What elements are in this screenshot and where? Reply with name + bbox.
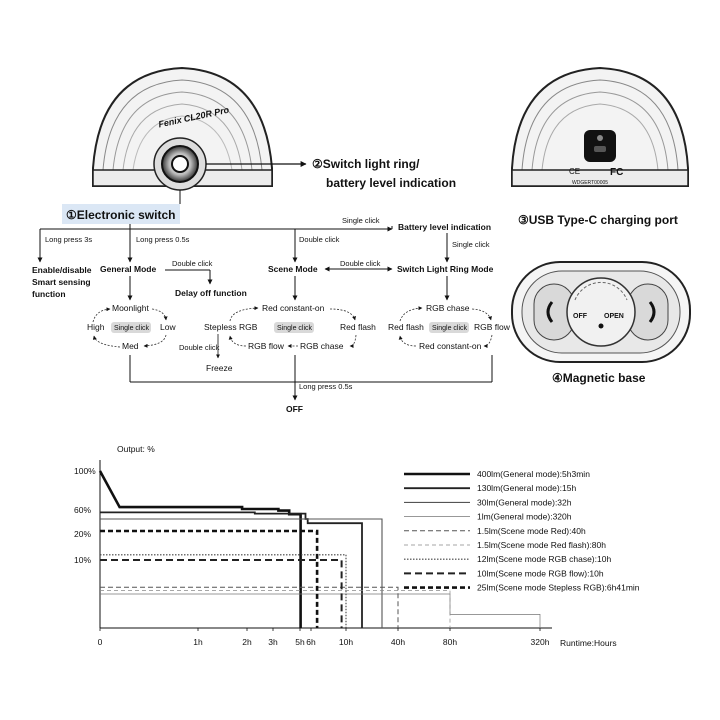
x-tick-label: 6h (306, 637, 316, 647)
series-line-5 (100, 586, 399, 628)
ring-rgb-flow: RGB flow (474, 322, 511, 332)
magnetic-base-label: ④Magnetic base (552, 371, 646, 385)
x-tick-label: 320h (531, 637, 550, 647)
x-tick-label: 0 (98, 637, 103, 647)
switch-ring-mode: Switch Light Ring Mode (397, 264, 494, 274)
y-tick-label: 20% (74, 529, 91, 539)
double-click-scene: Double click (299, 235, 340, 244)
legend-label-1: 400lm(General mode):5h3min (477, 469, 590, 479)
legend-label-2: 130lm(General mode):15h (477, 483, 576, 493)
legend-label-6: 1.5lm(Scene mode Red flash):80h (477, 540, 606, 550)
electronic-switch-label: ①Electronic switch (66, 208, 175, 222)
battery-level-node: Battery level indication (398, 222, 491, 232)
ring-rgb-chase: RGB chase (426, 303, 470, 313)
series-line-9 (100, 529, 319, 628)
series-line-6 (100, 590, 451, 628)
back-lantern-illustration: CE FC WDGERT00005 (511, 66, 689, 187)
magnetic-base-illustration (511, 261, 691, 363)
legend-label-7: 12lm(Scene mode RGB chase):10h (477, 554, 611, 564)
ring-red-flash: Red flash (388, 322, 424, 332)
battery-indication-label-2: battery level indication (326, 176, 456, 190)
x-tick-label: 3h (268, 637, 278, 647)
double-click-freeze: Double click (179, 343, 220, 352)
x-tick-label: 80h (443, 637, 457, 647)
freeze: Freeze (206, 363, 233, 373)
base-off-label: OFF (573, 313, 588, 320)
y-tick-label: 60% (74, 505, 91, 515)
long-press-off: Long press 0.5s (299, 382, 353, 391)
moonlight: Moonlight (112, 303, 149, 313)
enable-label-1: Enable/disable (32, 265, 92, 275)
x-tick-label: 10h (339, 637, 353, 647)
electronic-switch-highlight (62, 204, 180, 224)
single-click-ring-cycle: Single click (432, 325, 468, 332)
base-open-label: OPEN (604, 313, 624, 320)
chart-ylabel: Output: % (117, 444, 155, 454)
back-serial: WDGERT00005 (572, 180, 608, 186)
single-click-battery: Single click (342, 216, 380, 225)
runtime-chart: Output: % Runtime:Hours 100% 60% 20% 10% 0 1h… (74, 444, 640, 648)
enable-label-2: Smart sensing (32, 277, 91, 287)
stepless-rgb: Stepless RGB (204, 322, 258, 332)
long-press-05s: Long press 0.5s (136, 235, 190, 244)
double-click-scene-ring: Double click (340, 259, 381, 268)
red-constant-on: Red constant-on (262, 303, 325, 313)
low: Low (160, 322, 176, 332)
chart-xlabel: Runtime:Hours (560, 638, 617, 648)
delay-off: Delay off function (175, 288, 247, 298)
x-tick-label: 2h (242, 637, 252, 647)
high: High (87, 322, 105, 332)
series-line-7 (100, 554, 347, 628)
series-line-8 (100, 559, 343, 628)
series-line-3 (100, 518, 383, 628)
rgb-flow: RGB flow (248, 341, 285, 351)
x-tick-label: 5h (295, 637, 305, 647)
single-click-general: Single click (114, 325, 150, 332)
legend-label-8: 10lm(Scene mode RGB flow):10h (477, 568, 604, 578)
switch-ring-label: ②Switch light ring/ (312, 157, 420, 171)
enable-label-3: function (32, 289, 66, 299)
legend-label-5: 1.5lm(Scene mode Red):40h (477, 526, 586, 536)
operation-flow: Long press 3s Enable/disable Smart sensi… (32, 216, 511, 414)
single-click-scene: Single click (277, 325, 313, 332)
svg-text:CE: CE (569, 167, 580, 176)
legend-label-3: 30lm(General mode):32h (477, 497, 572, 507)
legend-label-9: 25lm(Scene mode Stepless RGB):6h41min (477, 583, 640, 593)
usb-port-label: ③USB Type-C charging port (518, 213, 678, 227)
scene-mode: Scene Mode (268, 264, 318, 274)
single-click-ring: Single click (452, 240, 490, 249)
svg-text:FC: FC (610, 167, 623, 178)
med: Med (122, 341, 139, 351)
x-tick-label: 40h (391, 637, 405, 647)
ring-red-constant: Red constant-on (419, 341, 482, 351)
front-lantern-illustration: Fenix CL20R Pro (92, 66, 273, 191)
legend-label-4: 1lm(General mode):320h (477, 512, 572, 522)
off-node: OFF (286, 404, 303, 414)
general-mode: General Mode (100, 264, 156, 274)
y-tick-label: 100% (74, 466, 96, 476)
y-tick-label: 10% (74, 555, 91, 565)
rgb-chase: RGB chase (300, 341, 344, 351)
red-flash: Red flash (340, 322, 376, 332)
series-line-1 (98, 470, 302, 628)
x-tick-label: 1h (193, 637, 203, 647)
series-line-4 (100, 593, 541, 628)
double-click-delay: Double click (172, 259, 213, 268)
long-press-3s: Long press 3s (45, 235, 92, 244)
